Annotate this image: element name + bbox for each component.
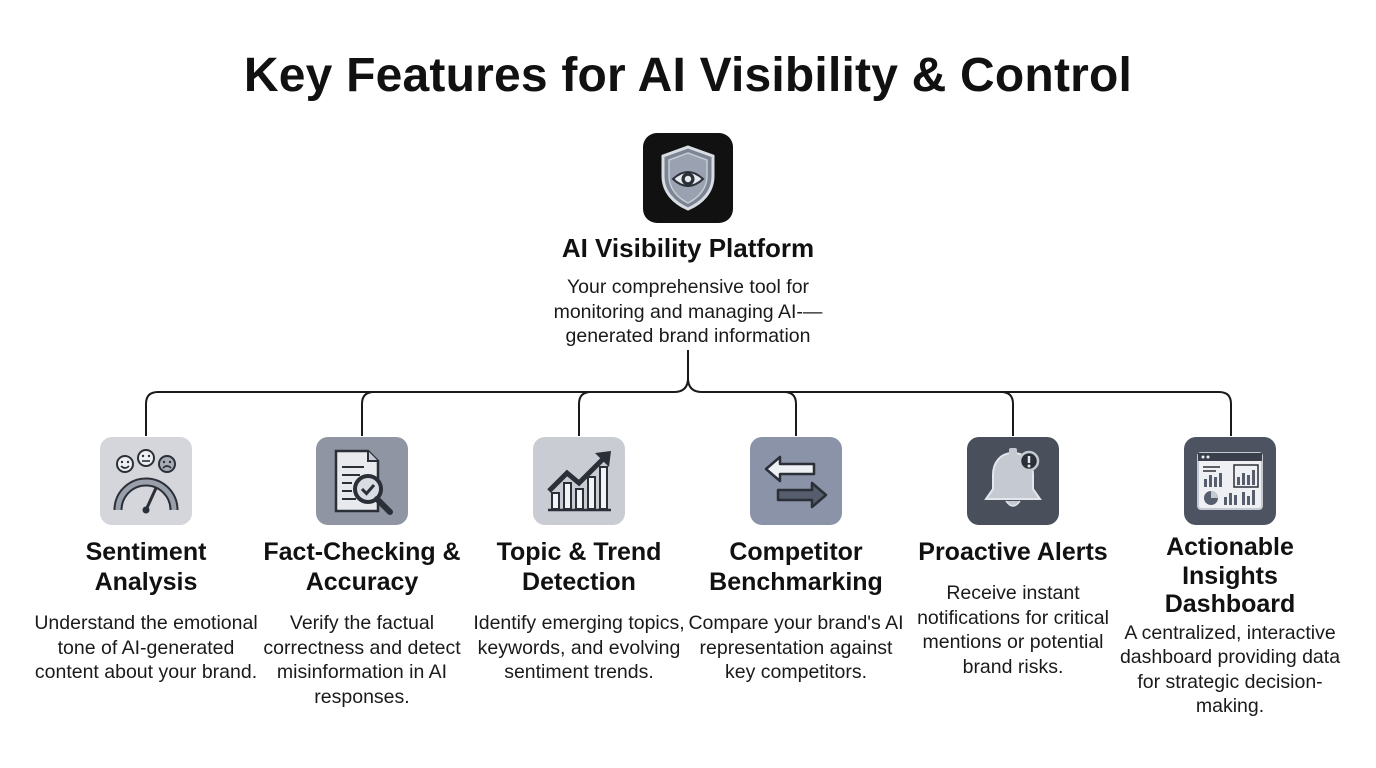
feature-description: Identify emerging topics, keywords, and … [473, 612, 685, 683]
shield-eye-icon [643, 133, 733, 223]
document-magnifier-icon [316, 437, 408, 525]
trend-chart-icon [533, 437, 625, 525]
feature-sentiment-analysis: Sentiment Analysis Understand the emotio… [34, 437, 258, 685]
alert-bell-icon [967, 437, 1059, 525]
feature-competitor-benchmarking: Competitor Benchmarking Compare your bra… [688, 437, 904, 685]
feature-proactive-alerts: Proactive Alerts Receive instant notific… [905, 437, 1121, 679]
feature-title: Competitor Benchmarking [709, 538, 883, 596]
dashboard-icon [1184, 437, 1276, 525]
feature-title: Fact-Checking & Accuracy [263, 538, 461, 596]
page-title: Key Features for AI Visibility & Control [243, 49, 1133, 102]
feature-description: Receive instant notifications for critic… [917, 582, 1109, 678]
feature-topic-trend-detection: Topic & Trend Detection Identify emergin… [471, 437, 687, 685]
root-title: AI Visibility Platform [561, 233, 815, 263]
feature-title: Proactive Alerts [918, 538, 1108, 566]
feature-description: Understand the emotional tone of AI-gene… [34, 612, 258, 683]
feature-description: A centralized, interactive dashboard pro… [1119, 621, 1341, 718]
sentiment-gauge-icon [100, 437, 192, 525]
feature-title: Sentiment Analysis [85, 538, 207, 596]
feature-description: Verify the factual correctness and detec… [263, 612, 461, 708]
feature-fact-checking: Fact-Checking & Accuracy Verify the fact… [254, 437, 470, 709]
feature-insights-dashboard: Actionable Insights Dashboard A centrali… [1120, 437, 1340, 719]
root-description: Your comprehensive tool for monitoring a… [553, 276, 823, 347]
feature-title: Topic & Trend Detection [496, 538, 662, 596]
feature-title: Actionable Insights Dashboard [1164, 533, 1296, 618]
compare-arrows-icon [750, 437, 842, 525]
feature-description: Compare your brand's AI representation a… [688, 612, 904, 683]
